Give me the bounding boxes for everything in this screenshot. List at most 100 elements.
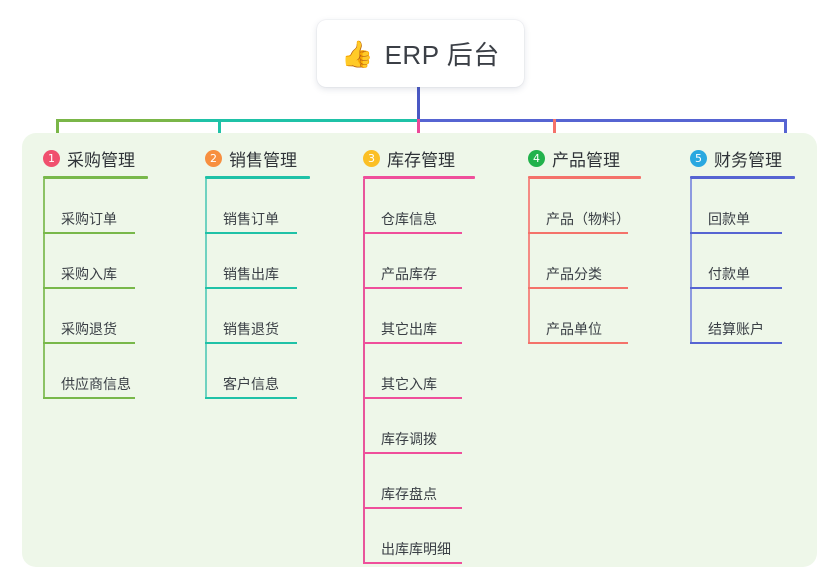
column-badge: 1 <box>43 149 60 167</box>
column-spine <box>690 179 692 344</box>
leaf-item-label: 仓库信息 <box>381 211 437 227</box>
leaf-item-rule <box>528 232 628 234</box>
column-header-rule <box>43 176 148 179</box>
column-title: 销售管理 <box>229 150 297 170</box>
column-items: 产品（物料） 产品分类产品单位 <box>528 179 641 344</box>
leaf-item-rule <box>43 287 135 289</box>
leaf-item-rule <box>205 287 297 289</box>
leaf-item-rule <box>528 287 628 289</box>
leaf-item-label: 销售出库 <box>223 266 279 282</box>
column-header[interactable]: 2 销售管理 <box>205 147 310 170</box>
leaf-item[interactable]: 产品分类 <box>528 234 641 289</box>
leaf-item-rule <box>363 232 462 234</box>
column-sales: 2 销售管理 销售订单销售出库销售退货客户信息 <box>205 147 310 399</box>
leaf-item[interactable]: 结算账户 <box>690 289 795 344</box>
column-badge: 2 <box>205 149 222 167</box>
column-header-rule <box>528 176 641 179</box>
column-header[interactable]: 3 库存管理 <box>363 147 475 170</box>
leaf-item-label: 采购退货 <box>61 321 117 337</box>
leaf-item[interactable]: 库存盘点 <box>363 454 475 509</box>
leaf-item-rule <box>363 342 462 344</box>
column-finance: 5 财务管理 回款单付款单结算账户 <box>690 147 795 344</box>
leaf-item-label: 其它入库 <box>381 376 437 392</box>
column-badge: 4 <box>528 149 545 167</box>
leaf-item-rule <box>205 232 297 234</box>
diagram-panel <box>22 133 817 567</box>
leaf-item[interactable]: 库存调拨 <box>363 399 475 454</box>
leaf-item-rule <box>363 287 462 289</box>
leaf-item-rule <box>690 342 782 344</box>
leaf-item-label: 销售退货 <box>223 321 279 337</box>
column-spine <box>528 179 530 344</box>
leaf-item[interactable]: 回款单 <box>690 179 795 234</box>
root-node[interactable]: 👍 ERP 后台 <box>317 20 524 87</box>
leaf-item-label: 库存盘点 <box>381 486 437 502</box>
bus-segment-green <box>56 119 192 122</box>
root-title: ERP 后台 <box>384 40 500 70</box>
leaf-item-rule <box>690 287 782 289</box>
column-inventory: 3 库存管理 仓库信息产品库存其它出库其它入库库存调拨库存盘点出库库明细 <box>363 147 475 564</box>
column-spine <box>43 179 45 399</box>
leaf-item[interactable]: 采购退货 <box>43 289 148 344</box>
column-title: 产品管理 <box>552 150 620 170</box>
leaf-item[interactable]: 其它入库 <box>363 344 475 399</box>
column-items: 回款单付款单结算账户 <box>690 179 795 344</box>
leaf-item[interactable]: 出库库明细 <box>363 509 475 564</box>
leaf-item-label: 库存调拨 <box>381 431 437 447</box>
leaf-item[interactable]: 产品库存 <box>363 234 475 289</box>
leaf-item-rule <box>43 397 135 399</box>
thumbs-up-icon: 👍 <box>341 38 374 69</box>
column-title: 采购管理 <box>67 150 135 170</box>
leaf-item-label: 产品（物料） <box>546 211 630 227</box>
leaf-item-label: 回款单 <box>708 211 750 227</box>
leaf-item[interactable]: 客户信息 <box>205 344 310 399</box>
leaf-item-rule <box>690 232 782 234</box>
column-items: 仓库信息产品库存其它出库其它入库库存调拨库存盘点出库库明细 <box>363 179 475 564</box>
leaf-item[interactable]: 仓库信息 <box>363 179 475 234</box>
column-header-rule <box>690 176 795 179</box>
column-title: 库存管理 <box>387 150 455 170</box>
column-header[interactable]: 1 采购管理 <box>43 147 148 170</box>
bus-segment-teal <box>190 119 420 122</box>
leaf-item-label: 客户信息 <box>223 376 279 392</box>
leaf-item[interactable]: 产品（物料） <box>528 179 641 234</box>
column-items: 销售订单销售出库销售退货客户信息 <box>205 179 310 399</box>
column-badge: 3 <box>363 149 380 167</box>
leaf-item[interactable]: 供应商信息 <box>43 344 148 399</box>
leaf-item-rule <box>43 232 135 234</box>
column-header-rule <box>363 176 475 179</box>
leaf-item[interactable]: 其它出库 <box>363 289 475 344</box>
leaf-item-label: 采购订单 <box>61 211 117 227</box>
leaf-item-rule <box>363 562 462 564</box>
leaf-item-rule <box>363 397 462 399</box>
leaf-item-label: 供应商信息 <box>61 376 131 392</box>
leaf-item-rule <box>205 342 297 344</box>
column-title: 财务管理 <box>714 150 782 170</box>
bus-segment-blue <box>417 119 787 122</box>
leaf-item[interactable]: 产品单位 <box>528 289 641 344</box>
leaf-item-rule <box>205 397 297 399</box>
leaf-item-label: 产品单位 <box>546 321 602 337</box>
column-header[interactable]: 5 财务管理 <box>690 147 795 170</box>
column-items: 采购订单采购入库采购退货供应商信息 <box>43 179 148 399</box>
leaf-item-rule <box>528 342 628 344</box>
leaf-item-label: 产品库存 <box>381 266 437 282</box>
leaf-item-label: 产品分类 <box>546 266 602 282</box>
leaf-item[interactable]: 销售出库 <box>205 234 310 289</box>
leaf-item[interactable]: 销售退货 <box>205 289 310 344</box>
column-purchasing: 1 采购管理 采购订单采购入库采购退货供应商信息 <box>43 147 148 399</box>
leaf-item-label: 付款单 <box>708 266 750 282</box>
leaf-item-label: 采购入库 <box>61 266 117 282</box>
leaf-item[interactable]: 销售订单 <box>205 179 310 234</box>
column-spine <box>363 179 365 564</box>
column-badge: 5 <box>690 149 707 167</box>
leaf-item-label: 结算账户 <box>708 321 764 337</box>
column-header[interactable]: 4 产品管理 <box>528 147 641 170</box>
leaf-item-label: 其它出库 <box>381 321 437 337</box>
column-spine <box>205 179 207 399</box>
leaf-item[interactable]: 采购订单 <box>43 179 148 234</box>
leaf-item[interactable]: 付款单 <box>690 234 795 289</box>
column-header-rule <box>205 176 310 179</box>
root-stem-line <box>417 87 420 121</box>
leaf-item[interactable]: 采购入库 <box>43 234 148 289</box>
